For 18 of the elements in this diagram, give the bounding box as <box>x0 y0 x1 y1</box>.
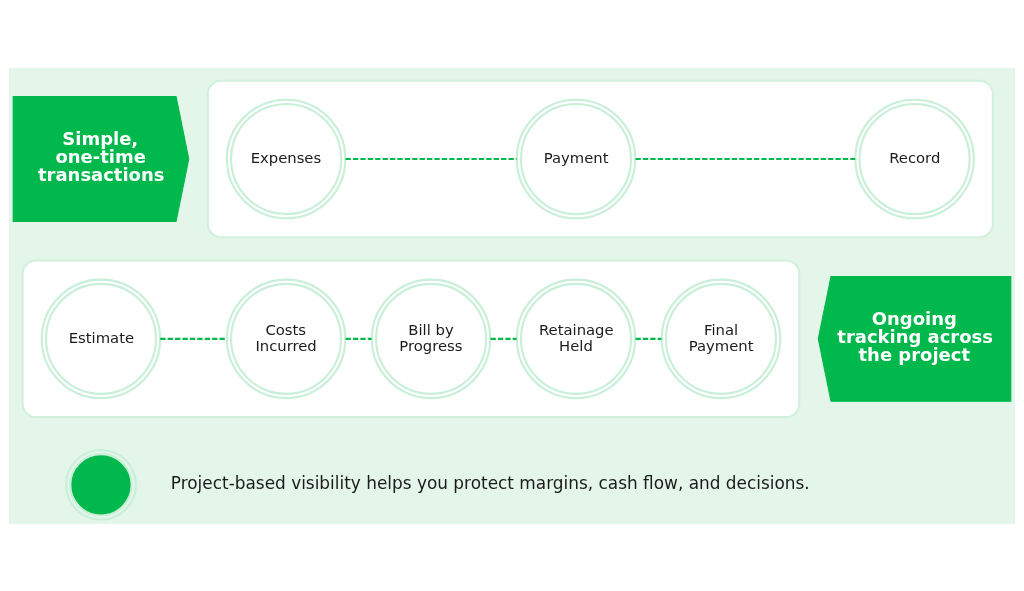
node-circle: Final Payment <box>660 278 782 399</box>
cluster <box>21 259 801 418</box>
node-circle <box>65 448 137 521</box>
node-circle: Estimate <box>40 278 162 399</box>
connector <box>160 337 227 340</box>
node-circle: Retainage Held <box>515 278 637 399</box>
connector <box>345 337 372 340</box>
node-circle: Payment <box>515 98 637 219</box>
node-circle: Record <box>854 98 975 219</box>
node-circle: Expenses <box>225 98 347 219</box>
connector <box>635 157 856 160</box>
connector <box>635 337 662 340</box>
cluster <box>206 79 994 238</box>
connector <box>490 337 517 340</box>
node-circle: Costs Incurred <box>225 278 347 399</box>
node-circle: Bill by Progress <box>370 278 492 399</box>
node-label: Project-based visibility helps you protect margins, cash flow, and decisions. <box>170 472 810 493</box>
connector <box>345 157 517 160</box>
